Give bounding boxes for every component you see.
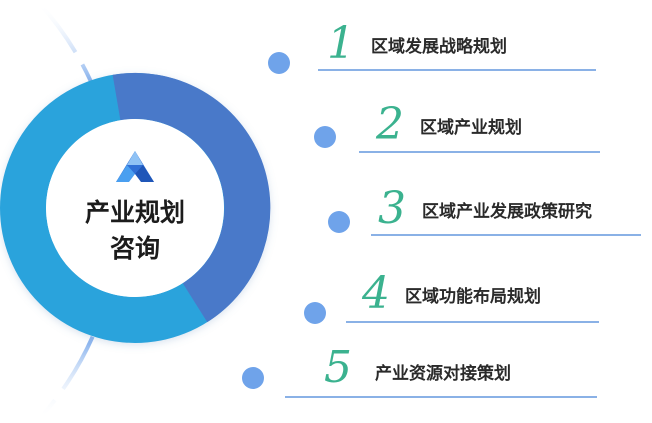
item-label-3: 区域产业发展政策研究	[422, 202, 592, 222]
item-label-4: 区域功能布局规划	[405, 287, 541, 307]
connector-arc	[38, 2, 122, 420]
ring-dark-segment	[112, 72, 271, 323]
arc-dot-5	[242, 367, 264, 389]
arc-dot-3	[328, 211, 350, 233]
item-number-1: 1	[327, 18, 355, 69]
item-number-3: 3	[378, 183, 406, 234]
item-number-4: 4	[362, 268, 390, 319]
item-label-5: 产业资源对接策划	[375, 364, 511, 384]
center-title-line-1: 产业规划	[84, 198, 185, 227]
arc-dot-1	[268, 52, 290, 74]
item-number-2: 2	[376, 99, 404, 150]
item-underline-2	[359, 151, 600, 153]
arc-dot-4	[304, 302, 326, 324]
donut-ring	[0, 72, 271, 343]
center-title-line-2: 咨询	[109, 234, 160, 263]
item-number-5: 5	[324, 342, 352, 393]
item-underline-4	[346, 321, 599, 323]
item-label-2: 区域产业规划	[420, 118, 522, 138]
arc-dot-2	[314, 126, 336, 148]
triangle-logo-icon	[116, 151, 154, 182]
item-underline-5	[285, 396, 597, 398]
donut-center	[46, 119, 224, 297]
item-underline-3	[371, 234, 641, 236]
item-underline-1	[318, 69, 596, 71]
item-label-1: 区域发展战略规划	[371, 37, 507, 57]
